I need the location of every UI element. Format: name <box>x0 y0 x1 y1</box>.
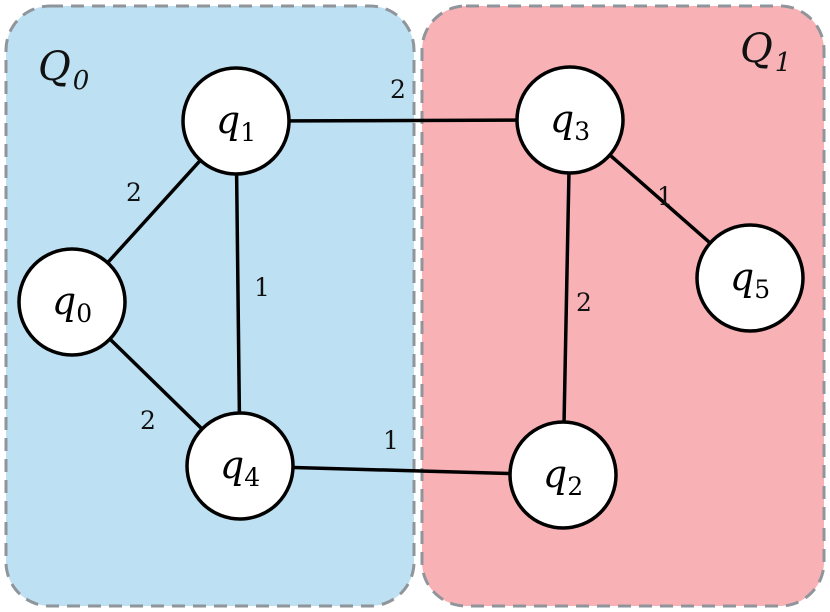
edge-weight-q0-q4: 2 <box>140 406 156 435</box>
edge-weight-q3-q5: 1 <box>657 182 673 211</box>
edge-q1-q4 <box>234 120 242 467</box>
node-circle-q4 <box>185 411 295 521</box>
edge-weight-q4-q2: 1 <box>383 426 399 455</box>
node-q3: q3 <box>515 65 625 175</box>
edge-q3-q2 <box>561 119 572 476</box>
node-circle-q2 <box>508 420 618 530</box>
region-q0 <box>4 4 416 608</box>
node-circle-q5 <box>695 223 805 333</box>
edge-q1-q3 <box>235 118 571 123</box>
region-label-q0: Q0 <box>38 44 89 96</box>
node-label-q4: q4 <box>220 443 260 492</box>
node-circle-q0 <box>17 247 127 357</box>
node-label-q0: q0 <box>52 279 92 328</box>
nodes: q0 q1 q2 q3 q4 <box>17 65 805 530</box>
node-q5: q5 <box>695 223 805 333</box>
node-q4: q4 <box>185 411 295 521</box>
edge-weight-q1-q4: 1 <box>254 273 270 302</box>
node-label-q5: q5 <box>730 255 770 304</box>
node-label-q3: q3 <box>550 97 590 146</box>
edge-weight-q0-q1: 2 <box>126 178 142 207</box>
region-label-q1: Q1 <box>740 26 791 78</box>
node-circle-q3 <box>515 65 625 175</box>
node-label-q2: q2 <box>543 452 583 501</box>
node-circle-q1 <box>181 66 291 176</box>
edge-weights: 2 2 1 2 1 2 1 <box>126 75 673 455</box>
edge-weight-q1-q3: 2 <box>390 75 406 104</box>
node-q1: q1 <box>181 66 291 176</box>
node-q2: q2 <box>508 420 618 530</box>
node-q0: q0 <box>17 247 127 357</box>
node-label-q1: q1 <box>216 98 256 147</box>
edge-weight-q3-q2: 2 <box>576 288 592 317</box>
